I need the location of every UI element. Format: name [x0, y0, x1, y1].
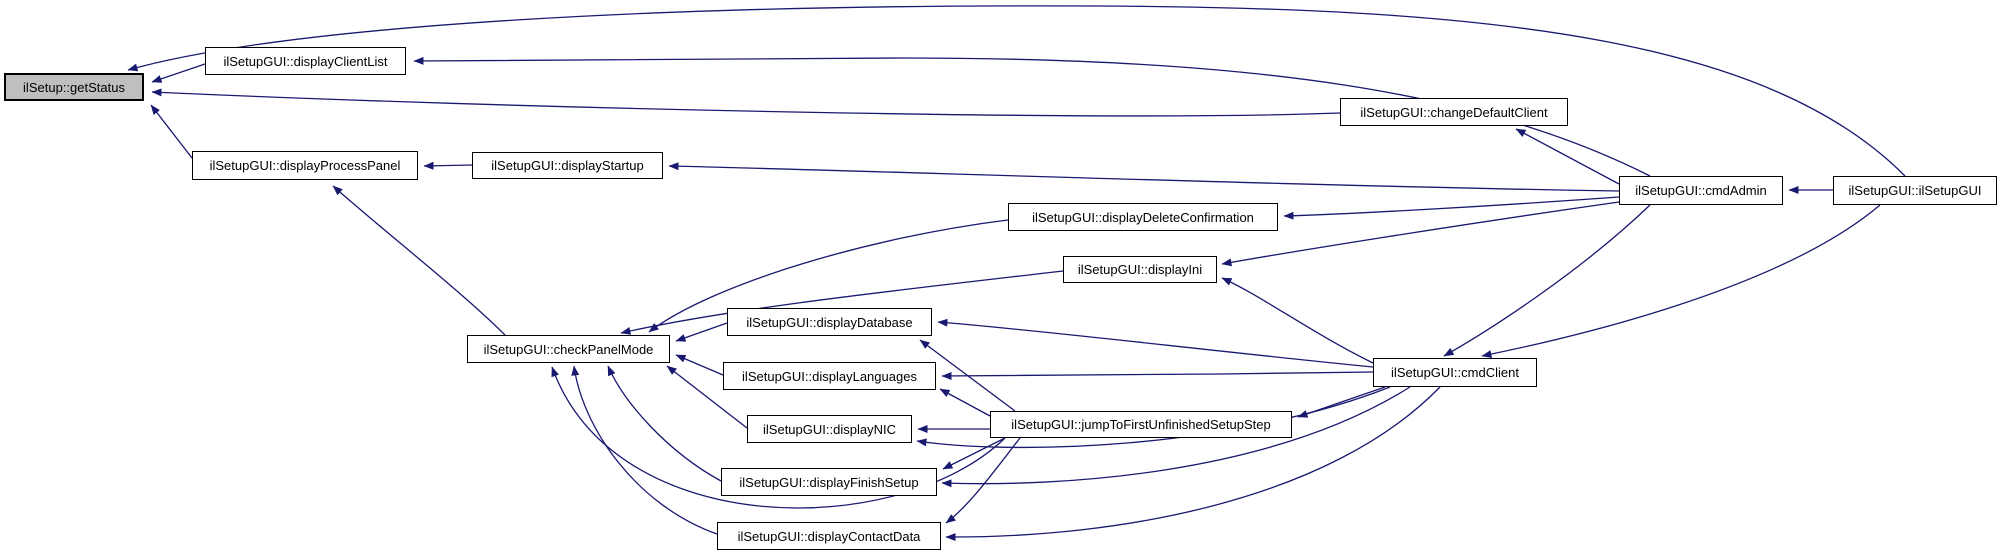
node-ilsetupgui-constructor[interactable]: ilSetupGUI::ilSetupGUI: [1833, 176, 1997, 205]
edge-cmdClient-to-displayNIC: [916, 386, 1391, 449]
edge-displayFinishSetup-to-checkPanelMode: [607, 365, 722, 482]
edge-cmdClient-to-displayIni: [1221, 277, 1374, 364]
edge-displayLanguages-to-checkPanelMode: [675, 354, 724, 376]
edge-checkPanelMode-to-displayProcessPanel: [332, 185, 506, 336]
node-displaystartup[interactable]: ilSetupGUI::displayStartup: [472, 152, 663, 179]
edge-displayStartup-to-displayProcessPanel: [423, 161, 473, 170]
edge-cmdAdmin-to-displayIni: [1221, 201, 1620, 267]
edge-jumpToFirstUnfinishedSetupStep-to-displayFinishSetup: [942, 437, 1006, 470]
edge-displayIni-to-checkPanelMode: [620, 270, 1064, 335]
edge-cmdAdmin-to-changeDefaultClient: [1515, 128, 1620, 185]
edge-displayDatabase-to-checkPanelMode: [675, 322, 728, 342]
node-displayprocesspanel[interactable]: ilSetupGUI::displayProcessPanel: [192, 151, 418, 180]
edge-cmdClient-to-displayContactData: [945, 386, 1441, 542]
node-jumptofirstunfinishedsetupstep[interactable]: ilSetupGUI::jumpToFirstUnfinishedSetupSt…: [990, 411, 1292, 438]
node-displayini[interactable]: ilSetupGUI::displayIni: [1063, 256, 1217, 283]
edge-cmdAdmin-to-cmdClient: [1443, 204, 1651, 357]
node-displaydatabase[interactable]: ilSetupGUI::displayDatabase: [727, 308, 932, 336]
edge-displayProcessPanel-to-getStatus: [150, 104, 193, 159]
edge-changeDefaultClient-to-getStatus: [151, 88, 1341, 117]
edge-cmdAdmin-to-displayDeleteConfirmation: [1283, 196, 1620, 220]
edge-cmdClient-to-displayFinishSetup: [941, 386, 1411, 488]
edge-jumpToFirstUnfinishedSetupStep-to-displayLanguages: [939, 388, 991, 417]
node-cmdclient[interactable]: ilSetupGUI::cmdClient: [1373, 358, 1537, 387]
edge-jumpToFirstUnfinishedSetupStep-to-displayContactData: [945, 437, 1021, 524]
edge-displayClientList-to-getStatus: [151, 63, 206, 83]
node-cmdadmin[interactable]: ilSetupGUI::cmdAdmin: [1619, 176, 1783, 205]
node-displayclientlist[interactable]: ilSetupGUI::displayClientList: [205, 47, 406, 75]
node-checkpanelmode[interactable]: ilSetupGUI::checkPanelMode: [467, 335, 670, 363]
node-changedefaultclient[interactable]: ilSetupGUI::changeDefaultClient: [1340, 98, 1568, 126]
edge-ilSetupGUI-to-cmdClient: [1481, 204, 1881, 359]
node-displaycontactdata[interactable]: ilSetupGUI::displayContactData: [717, 522, 941, 550]
edge-displayNIC-to-checkPanelMode: [666, 365, 748, 429]
edge-ilSetupGUI-to-getStatus: [127, 5, 1906, 177]
edge-jumpToFirstUnfinishedSetupStep-to-checkPanelMode: [551, 366, 1006, 509]
edge-cmdClient-to-displayLanguages: [941, 371, 1374, 380]
node-displaynic[interactable]: ilSetupGUI::displayNIC: [747, 415, 912, 443]
edge-displayContactData-to-checkPanelMode: [571, 365, 718, 535]
node-displayfinishsetup[interactable]: ilSetupGUI::displayFinishSetup: [721, 468, 937, 496]
node-displaydeleteconfirmation[interactable]: ilSetupGUI::displayDeleteConfirmation: [1008, 203, 1278, 231]
edge-cmdAdmin-to-displayStartup: [668, 162, 1620, 192]
edge-cmdClient-to-displayDatabase: [937, 318, 1374, 368]
node-ilsetup-getstatus: ilSetup::getStatus: [4, 73, 144, 101]
edge-displayDeleteConfirmation-to-checkPanelMode: [648, 219, 1009, 333]
edge-cmdClient-to-jumpToFirstUnfinishedSetupStep: [1297, 386, 1386, 418]
node-displaylanguages[interactable]: ilSetupGUI::displayLanguages: [723, 362, 936, 390]
